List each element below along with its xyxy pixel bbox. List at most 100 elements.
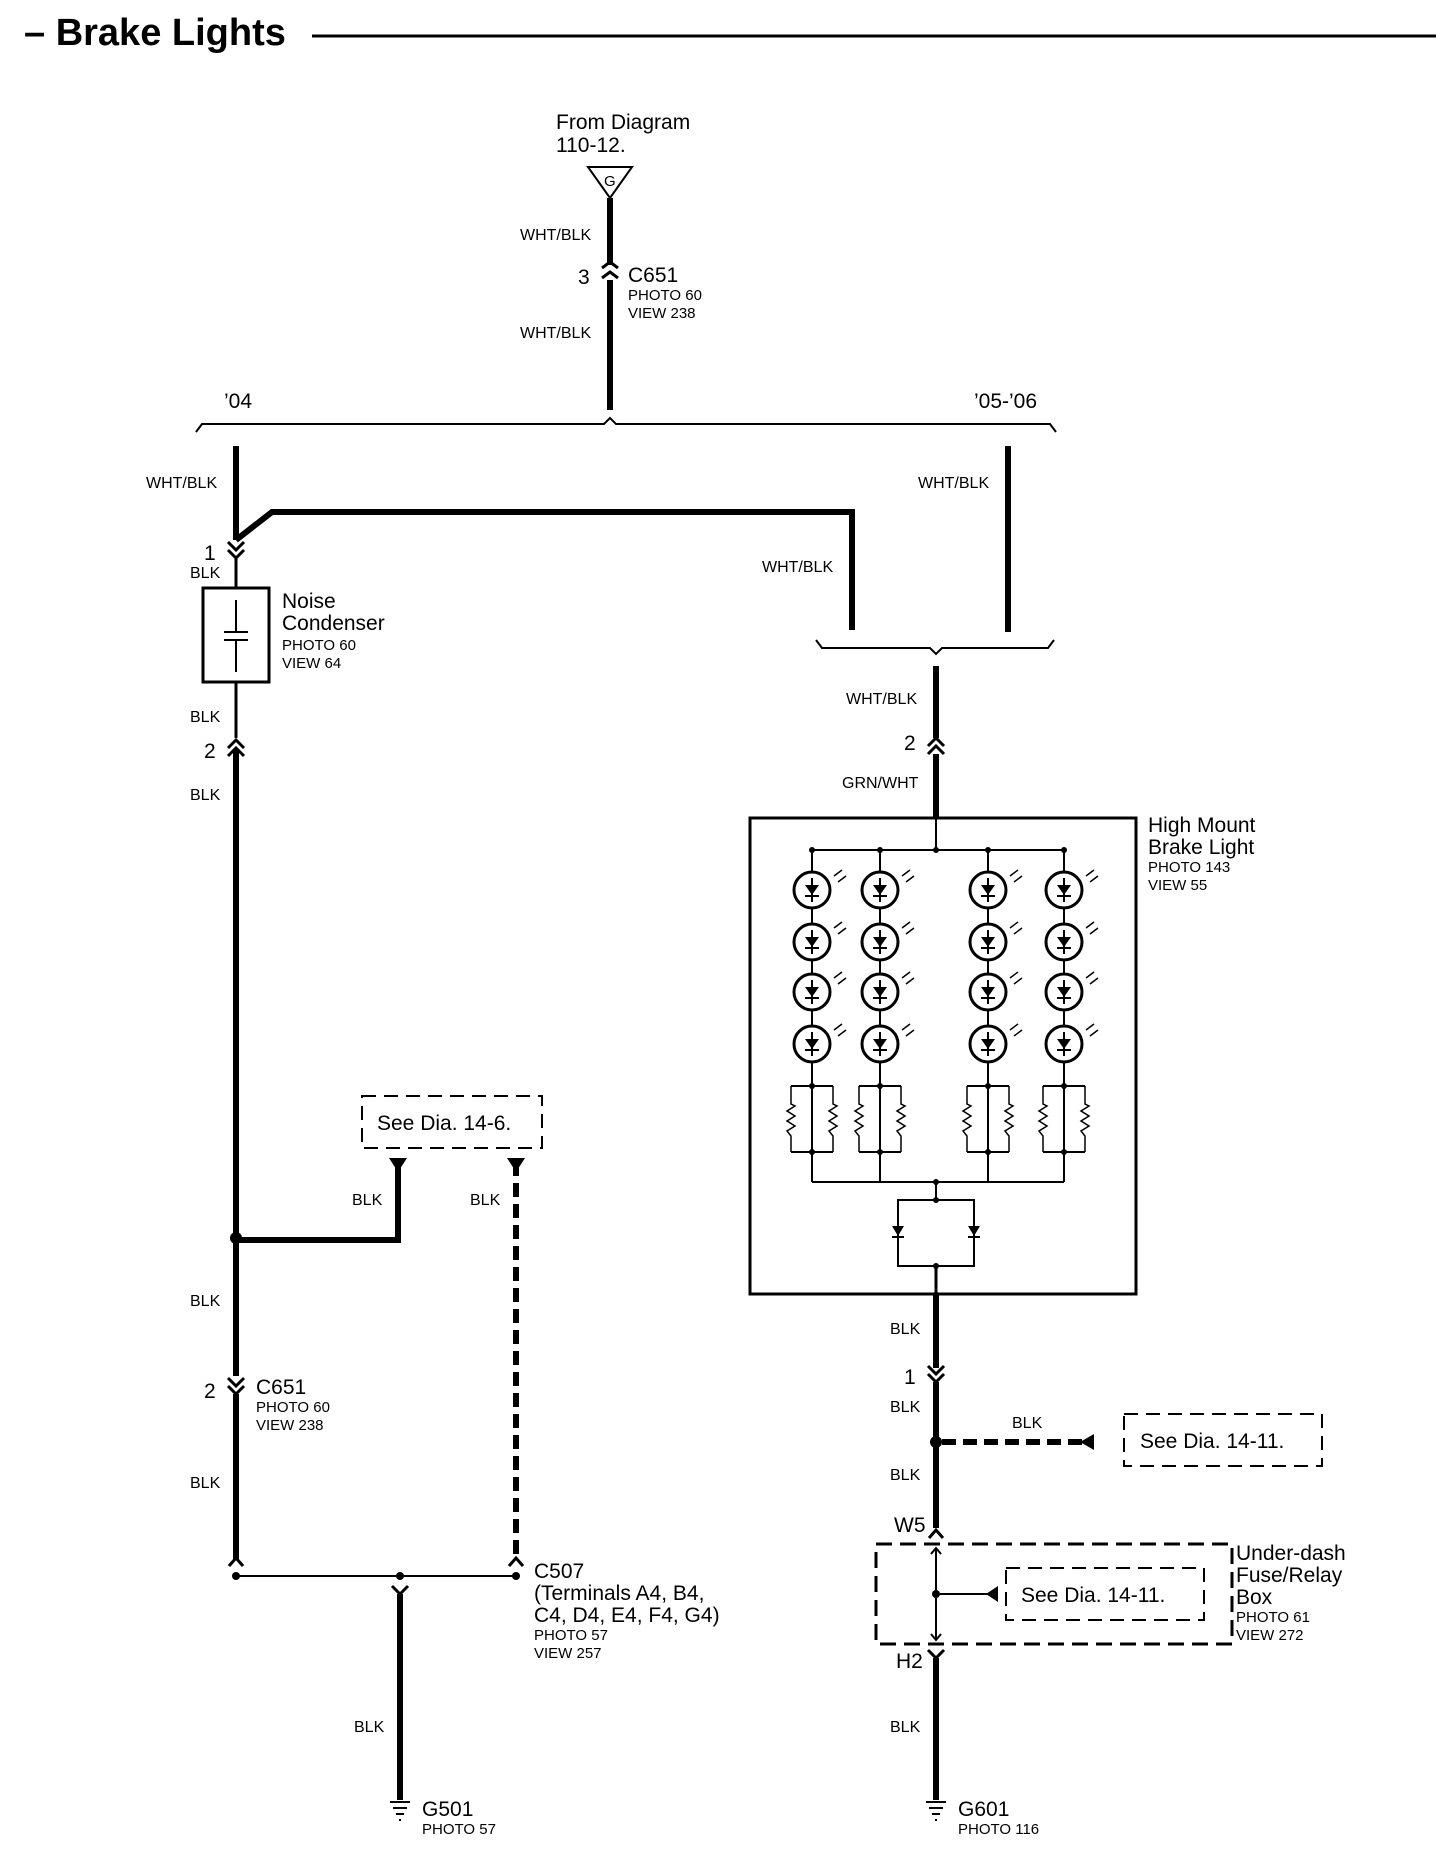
- led-bus-dot: [985, 847, 991, 853]
- high-mount-pin1-connector-icon: [926, 1364, 946, 1385]
- fuse-box-line2: Fuse/Relay: [1236, 1564, 1343, 1587]
- capacitor-icon: [224, 600, 248, 672]
- c507-photo: PHOTO 57: [534, 1627, 608, 1644]
- resistor-icon: [961, 1086, 973, 1152]
- led-ray: [1085, 869, 1099, 883]
- c507-line1: (Terminals A4, B4,: [534, 1582, 704, 1605]
- led-diode: [1057, 937, 1071, 947]
- wire-label-1411-a: BLK: [1012, 1415, 1043, 1432]
- led-diode: [873, 1039, 887, 1049]
- year-branch-bracket: [195, 416, 1057, 433]
- year-04-label: ’04: [224, 390, 252, 413]
- wire-label-right-blk: BLK: [890, 1467, 921, 1484]
- protect-diode-icon: [968, 1226, 980, 1236]
- fuse-box-line3: Box: [1236, 1586, 1273, 1609]
- resistor-icon: [785, 1086, 797, 1152]
- resistor-icon: [1003, 1086, 1015, 1152]
- source-symbol: G: [604, 173, 616, 190]
- led-diode: [805, 987, 819, 997]
- noise-condenser-line1: Noise: [282, 590, 336, 613]
- led-ray: [1085, 921, 1099, 935]
- year-0506-label: ’05-’06: [974, 390, 1037, 413]
- led-bottom-dot: [933, 1179, 939, 1185]
- led-ray: [901, 971, 915, 985]
- resistor-icon: [1037, 1086, 1049, 1152]
- led-ray: [1009, 921, 1023, 935]
- wire-label-condenser-in: BLK: [190, 565, 221, 582]
- led-ray: [1009, 1023, 1023, 1037]
- fuse-box-pin-h2: H2: [896, 1650, 923, 1673]
- see-dia-14-11-a-label[interactable]: See Dia. 14-11.: [1140, 1430, 1284, 1453]
- high-mount-view: VIEW 55: [1148, 877, 1207, 894]
- c651-lower-view: VIEW 238: [256, 1417, 324, 1434]
- led-ray: [833, 1023, 847, 1037]
- ground-g601-icon: [926, 1801, 946, 1821]
- led-diode: [981, 1039, 995, 1049]
- fuse-box-w5-connector-icon: [927, 1527, 945, 1539]
- arrow-1411-b-icon: [986, 1586, 998, 1602]
- connector-c507-left-icon: [227, 1555, 245, 1567]
- wire-label-146-b: BLK: [470, 1192, 501, 1209]
- connector-c507-right-icon: [507, 1555, 525, 1567]
- fuse-box-line1: Under-dash: [1236, 1542, 1346, 1565]
- source-label-line1: From Diagram: [556, 111, 690, 134]
- wire-label-top-2: WHT/BLK: [520, 325, 591, 342]
- resistor-icon: [895, 1086, 907, 1152]
- wire-label-g501: BLK: [354, 1719, 385, 1736]
- wire-label-grn-wht: GRN/WHT: [842, 775, 919, 792]
- led-diode: [873, 937, 887, 947]
- high-mount-pin2: 2: [904, 732, 916, 755]
- wire-label-hm-out: BLK: [890, 1321, 921, 1338]
- noise-condenser-photo: PHOTO 60: [282, 637, 356, 654]
- connector-c651-lower-icon: [226, 1376, 246, 1397]
- g501-name: G501: [422, 1798, 473, 1821]
- c507-dot-mid: [396, 1572, 404, 1580]
- c651-top-view: VIEW 238: [628, 305, 696, 322]
- g501-photo: PHOTO 57: [422, 1821, 496, 1838]
- led-diode: [1057, 885, 1071, 895]
- fuse-box-photo: PHOTO 61: [1236, 1609, 1310, 1626]
- high-mount-line2: Brake Light: [1148, 836, 1254, 859]
- wire-label-g601: BLK: [890, 1719, 921, 1736]
- wire-label-146-a: BLK: [352, 1192, 383, 1209]
- led-ray: [901, 869, 915, 883]
- condenser-pin1: 1: [204, 542, 216, 565]
- led-diode: [1057, 1039, 1071, 1049]
- c651-top-name: C651: [628, 264, 678, 287]
- c507-line2: C4, D4, E4, F4, G4): [534, 1604, 720, 1627]
- high-mount-line1: High Mount: [1148, 814, 1256, 837]
- c651-top-pin: 3: [578, 266, 590, 289]
- source-label-line2: 110-12.: [556, 134, 626, 157]
- noise-condenser-view: VIEW 64: [282, 655, 341, 672]
- high-mount-pin1: 1: [904, 1366, 916, 1389]
- wire-label-hm-pin1: BLK: [890, 1399, 921, 1416]
- see-dia-14-6-label[interactable]: See Dia. 14-6.: [377, 1112, 511, 1135]
- led-diode: [981, 987, 995, 997]
- connector-c651-top-icon: [601, 260, 619, 280]
- see-dia-14-11-b-label[interactable]: See Dia. 14-11.: [1021, 1584, 1165, 1607]
- led-ray: [1009, 971, 1023, 985]
- c507-dot-left: [232, 1572, 240, 1580]
- c651-top-photo: PHOTO 60: [628, 287, 702, 304]
- wire-label-crossover: WHT/BLK: [762, 559, 833, 576]
- protect-diode-icon: [892, 1226, 904, 1236]
- led-bus-dot: [877, 847, 883, 853]
- led-feed-dot: [933, 847, 939, 853]
- led-diode: [873, 987, 887, 997]
- c651-lower-photo: PHOTO 60: [256, 1399, 330, 1416]
- noise-condenser-line2: Condenser: [282, 612, 385, 635]
- arrow-1411-a-icon: [1080, 1434, 1094, 1450]
- see-dia-14-11-b-box: [1005, 1567, 1205, 1621]
- wire-label-left-blk-1: BLK: [190, 787, 221, 804]
- led-diode: [873, 885, 887, 895]
- resistor-icon: [1079, 1086, 1091, 1152]
- led-ray: [901, 1023, 915, 1037]
- c507-name: C507: [534, 1560, 584, 1583]
- see-dia-14-6-box: [361, 1095, 543, 1149]
- page-title: – Brake Lights: [24, 12, 286, 54]
- wire-label-0506: WHT/BLK: [918, 475, 989, 492]
- g601-photo: PHOTO 116: [958, 1821, 1039, 1838]
- wire-04-crossover: [234, 509, 855, 630]
- condenser-pin1-connector-icon: [226, 540, 246, 561]
